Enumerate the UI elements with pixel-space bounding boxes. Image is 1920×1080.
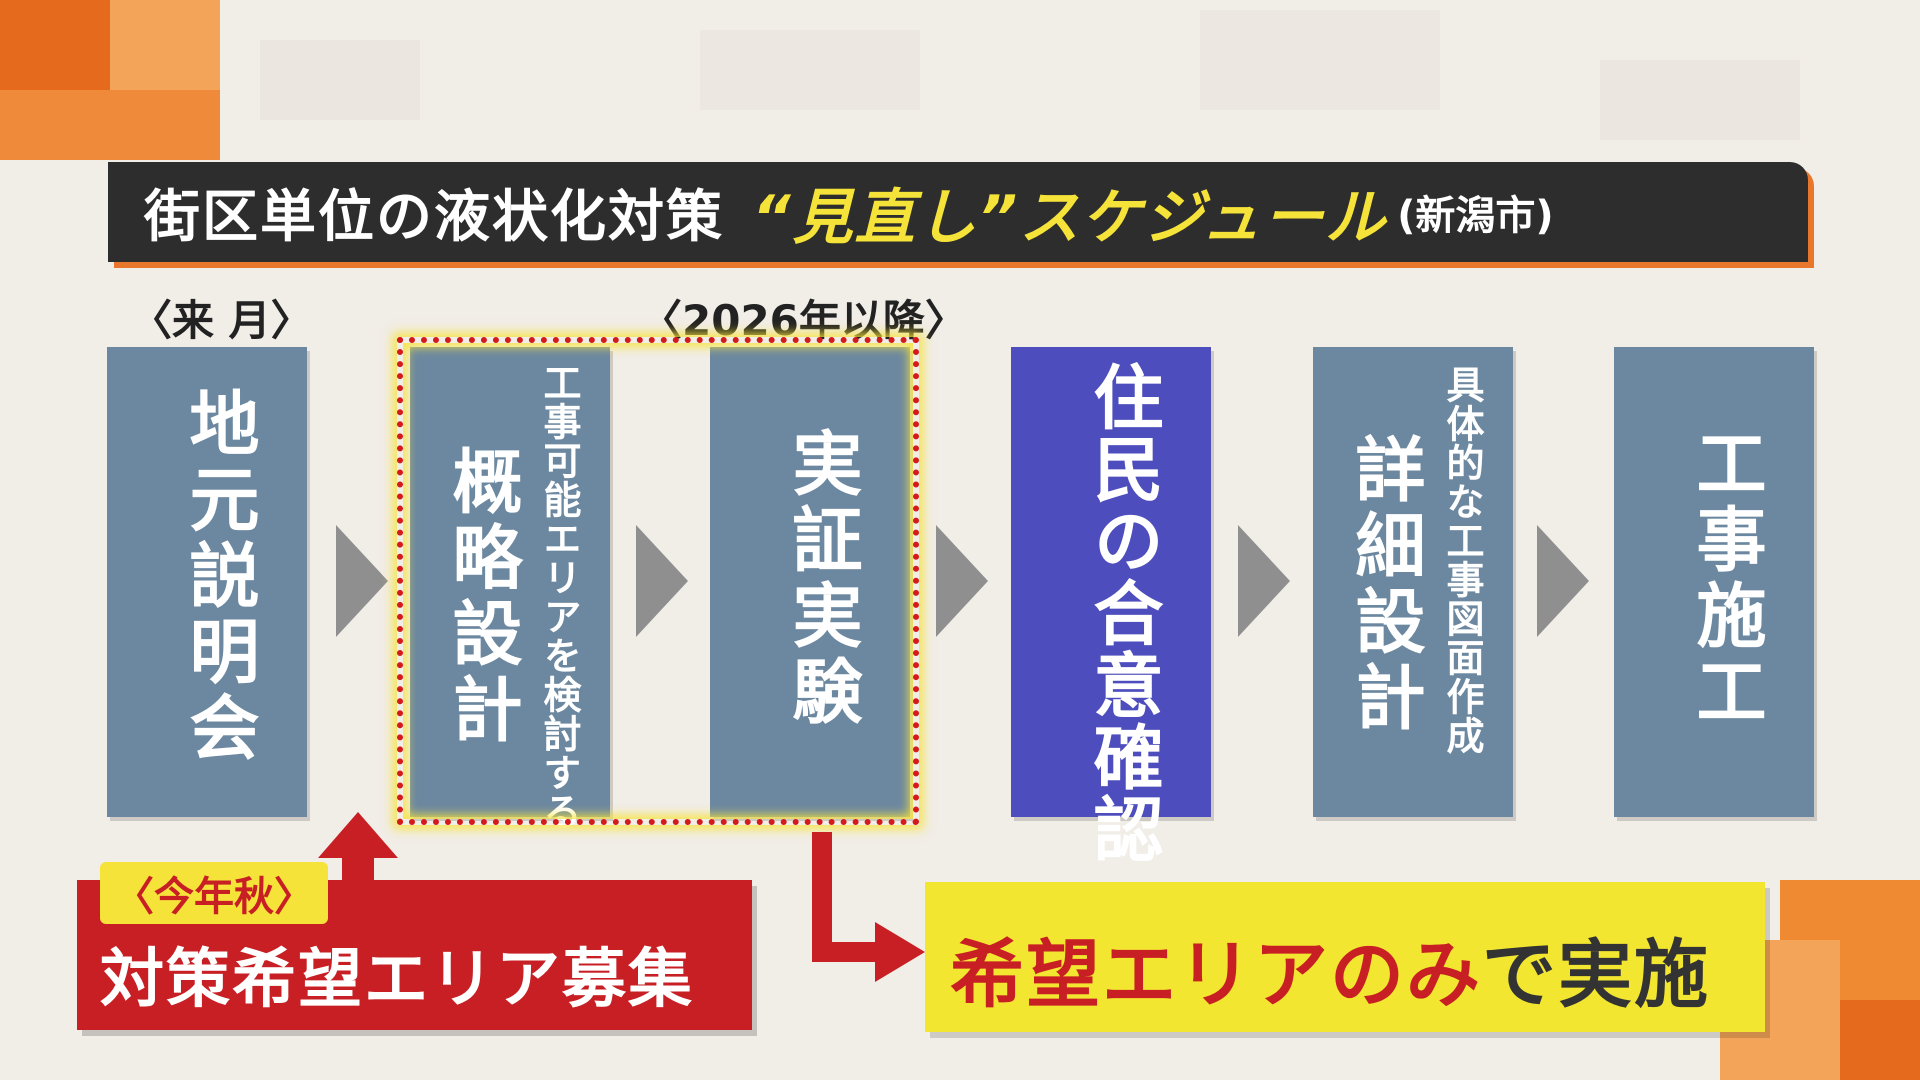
- step-main-label: 住民の合意確認: [1082, 361, 1164, 865]
- chevron-right-icon: [336, 525, 388, 637]
- chevron-right-icon: [636, 525, 688, 637]
- chevron-right-icon: [1537, 525, 1589, 637]
- background-tile: [0, 0, 110, 90]
- step-construction: 工事施工: [1614, 347, 1814, 817]
- background-tile: [1840, 1000, 1920, 1080]
- title-bar: 街区単位の液状化対策 “見直し”スケジュール (新潟市): [108, 162, 1808, 262]
- background-tile: [1200, 10, 1440, 110]
- step-field-test: 実証実験: [710, 347, 910, 817]
- result-text: 希望エリアのみで実施: [950, 915, 1710, 1022]
- l-arrow-head: [875, 922, 925, 982]
- up-arrow: [318, 812, 398, 882]
- background-tile: [260, 40, 420, 120]
- title-main: 街区単位の液状化対策: [144, 184, 724, 250]
- result-text-red: 希望エリアのみ: [950, 932, 1482, 1018]
- step-detailed-design: 具体的な工事図面作成 詳細設計: [1313, 347, 1513, 817]
- title-accent: “見直し”スケジュール: [752, 182, 1388, 253]
- recruit-text: 対策希望エリア募集: [100, 943, 694, 1017]
- step-main-label: 工事施工: [1685, 427, 1767, 731]
- step-resident-consent: 住民の合意確認: [1011, 347, 1211, 865]
- highlight-frame: [397, 337, 919, 825]
- l-arrow: [812, 832, 880, 962]
- background-tile: [1600, 60, 1800, 140]
- step-main-label: 実証実験: [781, 427, 863, 731]
- step-main-label: 地元説明会: [178, 387, 260, 767]
- recruit-tag: 〈今年秋〉: [100, 862, 328, 924]
- background-tile: [700, 30, 920, 110]
- step-local-briefing: 地元説明会: [107, 347, 307, 817]
- step-rough-design: 工事可能エリアを検討する 概略設計: [410, 347, 610, 831]
- chevron-right-icon: [936, 525, 988, 637]
- background-tile: [110, 0, 220, 90]
- result-box: [925, 882, 1765, 1032]
- title-sub: (新潟市): [1397, 193, 1554, 239]
- result-text-dark: で実施: [1482, 932, 1710, 1018]
- step-main-label: 詳細設計: [1344, 433, 1426, 737]
- step-main-label: 概略設計: [441, 445, 523, 749]
- step-sub-label: 工事可能エリアを検討する: [537, 363, 581, 831]
- label-next-month: 〈来 月〉: [130, 296, 313, 345]
- chevron-right-icon: [1238, 525, 1290, 637]
- label-after-2026: 〈2026年以降〉: [640, 296, 967, 345]
- step-sub-label: 具体的な工事図面作成: [1440, 365, 1484, 755]
